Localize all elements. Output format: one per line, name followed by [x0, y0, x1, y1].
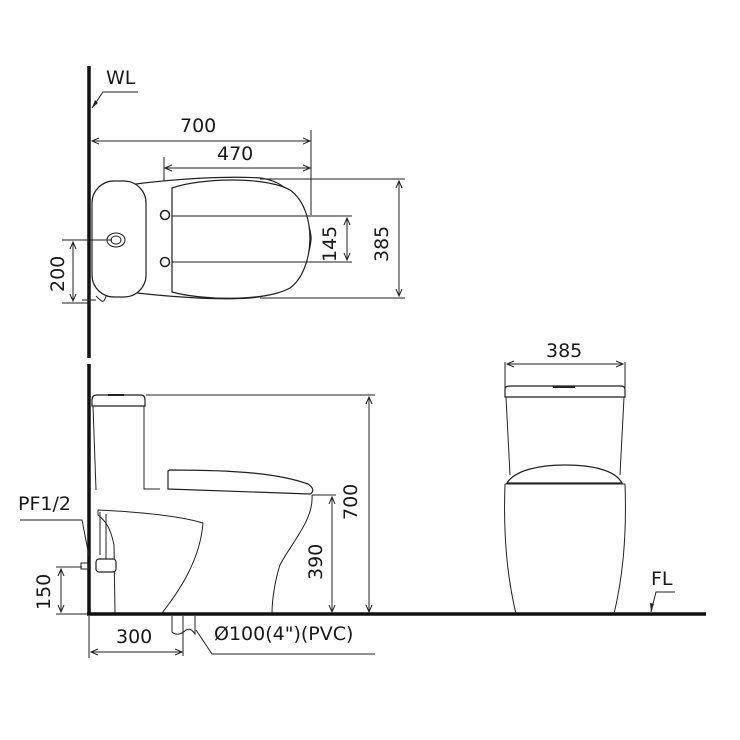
dim-top-width: 385 — [371, 226, 393, 262]
dim-side-height: 700 — [340, 484, 362, 520]
dim-top-length: 700 — [180, 115, 216, 137]
wall-line: WL — [87, 66, 138, 614]
hinge-icon — [159, 209, 171, 221]
floor-line-label: FL — [651, 568, 673, 590]
hinge-icon — [159, 256, 171, 268]
dim-hinge-spacing: 145 — [319, 226, 341, 262]
floor-line: FL — [87, 568, 706, 616]
side-view: PF1/2 700 390 150 Ø100(4")(PVC) 300 — [18, 394, 375, 658]
supply-fitting-label: PF1/2 — [18, 493, 71, 515]
dim-supply-offset: 200 — [47, 256, 69, 292]
wall-line-label: WL — [106, 67, 136, 89]
dim-seat-height: 390 — [305, 544, 327, 580]
dim-front-width: 385 — [546, 340, 582, 362]
front-view: 385 — [504, 340, 626, 615]
dim-rough-in: 300 — [116, 626, 152, 648]
top-view: 700 470 145 385 200 — [47, 115, 405, 305]
drain-label: Ø100(4")(PVC) — [214, 623, 353, 645]
dim-supply-height: 150 — [33, 574, 55, 610]
dim-seat-length: 470 — [217, 143, 253, 165]
